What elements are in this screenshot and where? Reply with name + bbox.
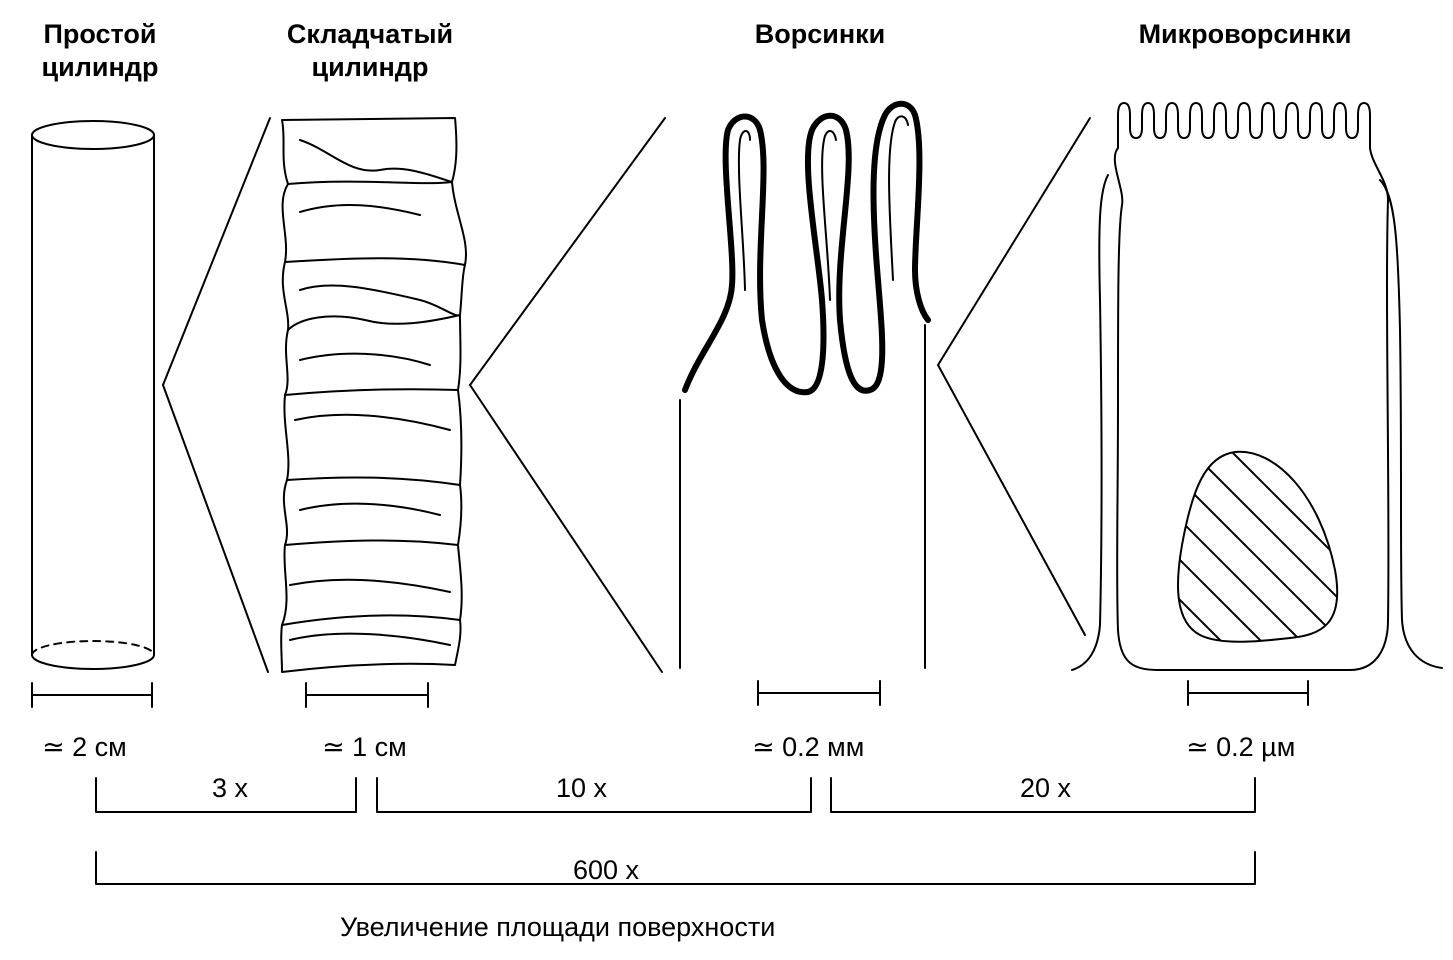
- factor-label-3x: 3 x: [212, 773, 249, 803]
- zoom-lines-3: [937, 117, 1091, 636]
- heading-microvilli: Микроворсинки: [1138, 19, 1352, 49]
- microvilli-cell: [1071, 102, 1443, 671]
- factor-label-20x: 20 x: [1020, 773, 1072, 803]
- simple-cylinder: [31, 120, 155, 670]
- heading-villi: Ворсинки: [754, 19, 886, 49]
- zoom-lines-1: [162, 117, 271, 673]
- heading-folded-cylinder: Складчатый цилиндр: [255, 18, 485, 84]
- heading-simple-cylinder: Простой цилиндр: [20, 18, 180, 84]
- heading-folded-line2: цилиндр: [311, 52, 429, 82]
- heading-simple-line2: цилиндр: [41, 52, 159, 82]
- villi-drawing: [679, 100, 931, 669]
- nucleus-hatching: [1177, 451, 1338, 642]
- heading-folded-line1: Складчатый: [286, 19, 454, 49]
- caption: Увеличение площади поверхности: [340, 912, 776, 942]
- factor-label-600x: 600 x: [573, 855, 640, 885]
- factor-brackets: [95, 777, 1256, 885]
- scale-label-folded: ≃ 1 см: [322, 732, 407, 762]
- scale-label-simple: ≃ 2 см: [42, 732, 127, 762]
- scale-label-microvilli: ≃ 0.2 µм: [1186, 732, 1296, 762]
- scale-bars: [31, 680, 1309, 708]
- heading-simple-line1: Простой: [43, 19, 157, 49]
- zoom-lines-2: [469, 117, 666, 673]
- scale-label-villi: ≃ 0.2 мм: [752, 732, 865, 762]
- factor-label-10x: 10 x: [556, 773, 608, 803]
- folded-cylinder: [280, 117, 467, 673]
